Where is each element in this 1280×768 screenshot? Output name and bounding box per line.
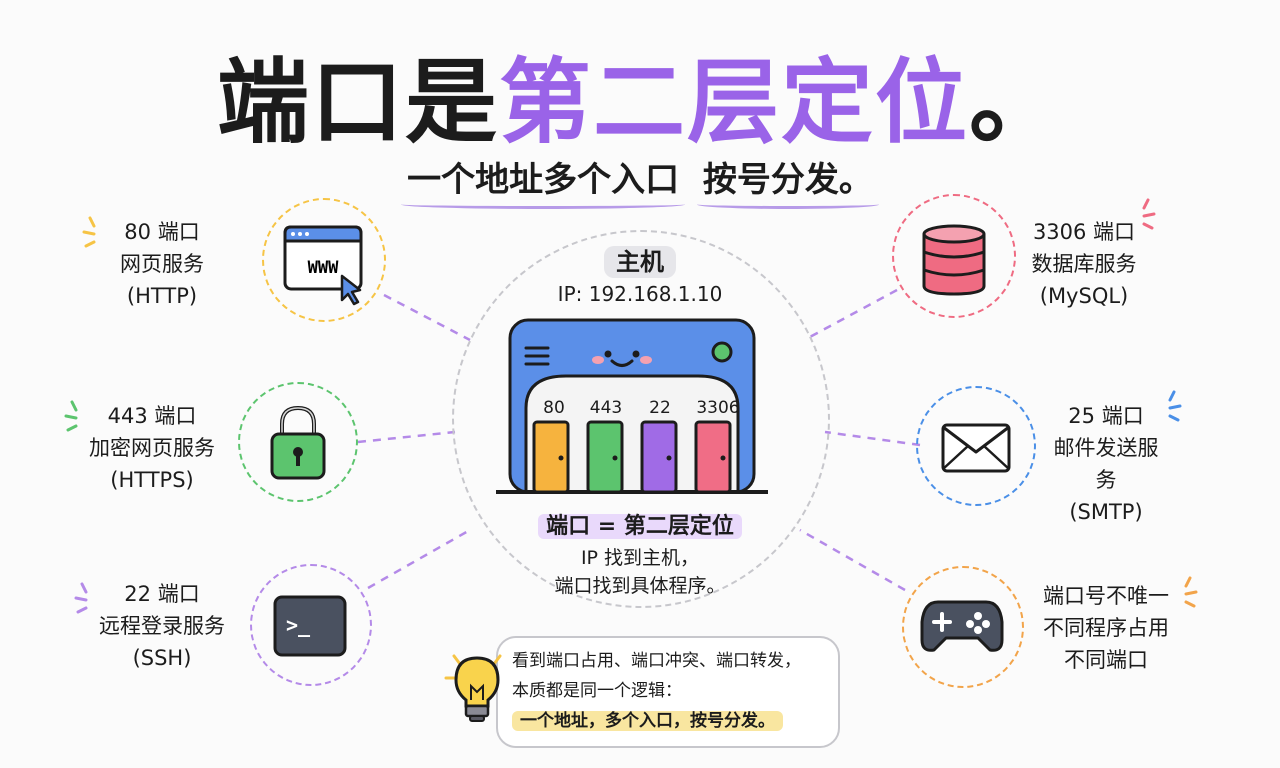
spark-green — [64, 400, 78, 432]
host-ip: IP: 192.168.1.10 — [557, 282, 723, 306]
browser-icon: WWW — [283, 225, 363, 306]
http-name: 网页服务 — [120, 252, 204, 276]
door-label-3306: 3306 — [696, 398, 740, 418]
smtp-name: 邮件发送服务 — [1053, 436, 1159, 492]
spark-yellow — [82, 216, 96, 248]
subtitle-part2: 按号分发。 — [696, 152, 879, 209]
note-label: 端口号不唯一 不同程序占用 不同端口 — [1040, 580, 1172, 676]
lightbulb-icon — [444, 654, 502, 722]
spark-blue — [1168, 390, 1182, 422]
http-proto: (HTTP) — [126, 284, 198, 308]
title-part2: 第二层定位 — [498, 49, 969, 156]
tip-text: 看到端口占用、端口冲突、端口转发， 本质都是同一个逻辑： 一个地址，多个入口，按… — [512, 646, 832, 736]
door-3306 — [694, 420, 732, 494]
title-end: 。 — [969, 49, 1064, 156]
ssh-circle — [250, 564, 372, 686]
host-title: 主机 — [604, 246, 676, 278]
http-label: 80 端口 网页服务 (HTTP) — [96, 216, 228, 312]
http-circle — [262, 198, 386, 322]
gamepad-icon — [920, 600, 1004, 652]
mail-icon — [941, 423, 1011, 473]
host-title-wrap: 主机 — [560, 242, 720, 278]
ssh-name: 远程登录服务 — [99, 614, 225, 638]
server-illustration — [496, 318, 768, 494]
summary-heading-wrap: 端口 = 第二层定位 — [470, 508, 810, 540]
spark-orange — [1184, 576, 1198, 608]
https-port: 443 端口 — [107, 404, 197, 428]
tip-line2: 本质都是同一个逻辑： — [512, 681, 682, 701]
summary-line1: IP 找到主机， — [580, 547, 700, 569]
https-name: 加密网页服务 — [89, 436, 215, 460]
ssh-proto: (SSH) — [132, 646, 192, 670]
mysql-port: 3306 端口 — [1032, 220, 1136, 244]
title-part1: 端口是 — [216, 49, 499, 156]
spark-pink — [1142, 198, 1156, 230]
host-circle — [452, 230, 830, 608]
smiley-face — [592, 350, 652, 367]
https-circle — [238, 382, 358, 502]
page-title: 端口是第二层定位。 — [0, 28, 1280, 161]
page-subtitle: 一个地址多个入口 按号分发。 — [0, 152, 1280, 209]
ssh-port: 22 端口 — [124, 582, 200, 606]
door-label-80: 80 — [543, 398, 565, 418]
https-label: 443 端口 加密网页服务 (HTTPS) — [86, 400, 218, 496]
http-port: 80 端口 — [124, 220, 200, 244]
ssh-label: 22 端口 远程登录服务 (SSH) — [96, 578, 228, 674]
spark-violet — [74, 582, 88, 614]
note-line2: 不同程序占用 — [1043, 616, 1169, 640]
mysql-name: 数据库服务 — [1031, 252, 1137, 276]
mysql-label: 3306 端口 数据库服务 (MySQL) — [1026, 216, 1142, 312]
prompt-text: >_ — [286, 613, 311, 637]
menu-icon — [524, 346, 550, 366]
mysql-proto: (MySQL) — [1039, 284, 1129, 308]
door-443 — [586, 420, 624, 494]
summary-heading: 端口 = 第二层定位 — [538, 514, 742, 539]
database-icon — [922, 224, 986, 296]
note-line3: 不同端口 — [1064, 648, 1148, 672]
door-80 — [532, 420, 570, 494]
smtp-label: 25 端口 邮件发送服务 (SMTP) — [1048, 400, 1164, 528]
note-line1: 端口号不唯一 — [1043, 584, 1169, 608]
smtp-circle — [916, 386, 1036, 506]
subtitle-part1: 一个地址多个入口 — [401, 152, 686, 209]
mysql-circle — [892, 194, 1016, 318]
door-22 — [640, 420, 678, 494]
door-label-22: 22 — [649, 398, 671, 418]
terminal-icon: >_ — [273, 595, 347, 657]
tip-line3: 一个地址，多个入口，按号分发。 — [512, 711, 783, 731]
tip-line1: 看到端口占用、端口冲突、端口转发， — [512, 651, 801, 671]
note-circle — [902, 566, 1024, 688]
https-proto: (HTTPS) — [110, 468, 194, 492]
smtp-port: 25 端口 — [1068, 404, 1144, 428]
power-led — [711, 341, 733, 363]
door-label-443: 443 — [589, 398, 623, 418]
www-text: WWW — [308, 258, 339, 278]
lock-icon — [270, 405, 326, 480]
summary-text: IP 找到主机， 端口找到具体程序。 — [470, 544, 810, 600]
smtp-proto: (SMTP) — [1069, 500, 1143, 524]
summary-line2: 端口找到具体程序。 — [554, 575, 726, 597]
